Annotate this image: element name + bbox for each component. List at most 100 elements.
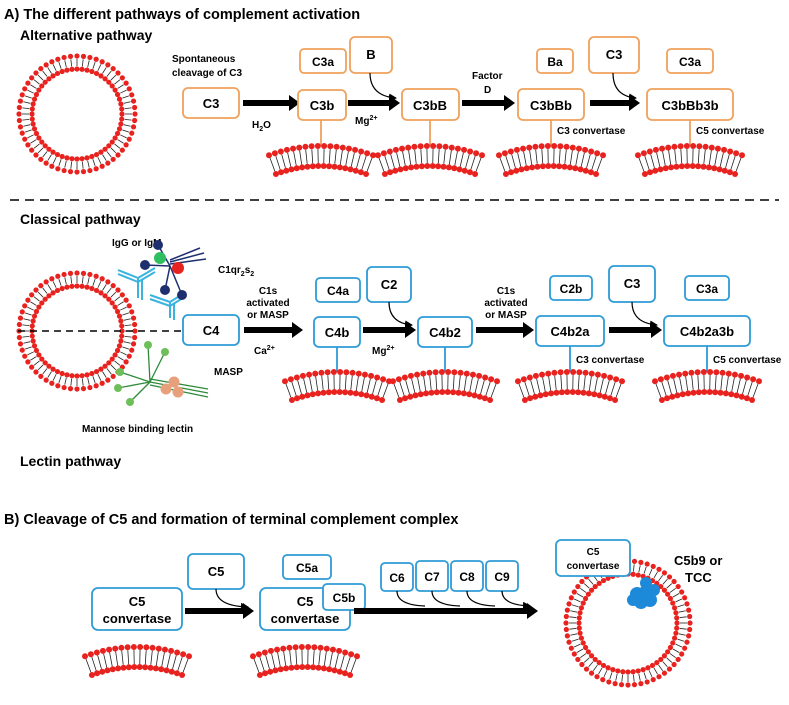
tcc-label-1: C5b9 or — [674, 553, 722, 568]
svg-text:C5b: C5b — [333, 591, 356, 605]
svg-text:C8: C8 — [459, 570, 475, 584]
spontaneous-label-1: Spontaneous — [172, 54, 236, 65]
class-box-c4b: C4b — [313, 316, 361, 348]
svg-text:C5: C5 — [587, 547, 600, 558]
alt-box-c3a-2: C3a — [666, 48, 714, 74]
c1s-label-3: or MASP — [247, 310, 289, 321]
svg-text:C5a: C5a — [296, 561, 318, 575]
c1s-label2-3: or MASP — [485, 310, 527, 321]
section-a-title: A) The different pathways of complement … — [4, 7, 360, 23]
alt-box-c3a: C3a — [299, 48, 347, 74]
svg-text:convertase: convertase — [567, 561, 620, 572]
b-box-c5-convertase-3: C5 convertase — [555, 539, 631, 577]
svg-text:C3a: C3a — [679, 55, 701, 69]
svg-text:C4b2: C4b2 — [429, 325, 461, 340]
b-box-c9: C9 — [485, 560, 519, 592]
svg-text:convertase: convertase — [271, 611, 340, 626]
igg-label: IgG or IgM — [112, 238, 161, 249]
alt-box-c3-top: C3 — [588, 36, 640, 74]
lectin-pathway-heading: Lectin pathway — [20, 453, 121, 469]
class-box-c3: C3 — [608, 265, 656, 303]
b-box-c5: C5 — [187, 553, 245, 590]
b-box-c7: C7 — [415, 560, 449, 592]
svg-text:C4: C4 — [203, 323, 220, 338]
c1qrs-label: C1qr2s2 — [218, 265, 254, 278]
class-box-c2b: C2b — [549, 275, 593, 301]
class-box-c4a: C4a — [315, 277, 361, 303]
svg-text:C3: C3 — [606, 47, 623, 62]
svg-text:C5: C5 — [129, 594, 146, 609]
class-arrowhead-1 — [292, 322, 303, 338]
mbl-label: Mannose binding lectin — [82, 424, 193, 435]
svg-text:convertase: convertase — [103, 611, 172, 626]
class-box-c4b2: C4b2 — [417, 316, 473, 348]
svg-text:C2: C2 — [381, 277, 398, 292]
alt-box-c3: C3 — [182, 87, 240, 119]
class-arrowhead-3 — [523, 322, 534, 338]
class-membrane-segments — [282, 369, 762, 404]
svg-text:C3b: C3b — [310, 98, 335, 113]
svg-text:C3: C3 — [624, 276, 641, 291]
alt-arrowhead-1 — [289, 95, 300, 111]
class-c5-convertase: C5 convertase — [713, 355, 782, 366]
b-membrane-segments — [82, 644, 360, 679]
svg-text:C2b: C2b — [560, 282, 583, 296]
mannose-binding-lectin-icon — [114, 341, 209, 406]
spontaneous-label-2: cleavage of C3 — [172, 68, 242, 79]
svg-text:C4b: C4b — [325, 325, 350, 340]
alt-c3-convertase: C3 convertase — [557, 126, 626, 137]
class-c2-incorporation — [388, 301, 413, 329]
masp-label: MASP — [214, 367, 243, 378]
b-c5-incorporation — [215, 588, 249, 611]
svg-text:C3a: C3a — [312, 55, 334, 69]
svg-text:C3: C3 — [203, 96, 220, 111]
alt-b-incorporation — [369, 72, 397, 102]
classical-pathway-cell — [16, 270, 138, 392]
class-box-c2: C2 — [366, 266, 412, 303]
c1s-label-1: C1s — [259, 286, 278, 297]
tcc-label-2: TCC — [685, 570, 712, 585]
c1-complex-icon — [140, 240, 207, 300]
svg-text:C7: C7 — [424, 570, 440, 584]
alt-box-c3bBb3b: C3bBb3b — [646, 88, 734, 121]
factor-d-label-1: Factor — [472, 71, 503, 82]
alt-box-b: B — [349, 36, 393, 74]
alt-box-ba: Ba — [536, 48, 574, 74]
classical-pathway-heading: Classical pathway — [20, 211, 141, 227]
svg-text:C3bBb3b: C3bBb3b — [661, 98, 718, 113]
tcc-cell — [563, 558, 693, 688]
b-box-c5-convertase-1: C5 convertase — [91, 587, 183, 631]
b-box-c5b: C5b — [322, 583, 366, 611]
c1s-label-2: activated — [246, 298, 289, 309]
factor-d-label-2: D — [484, 85, 491, 96]
alt-box-c3b: C3b — [297, 89, 347, 121]
svg-text:Ba: Ba — [547, 55, 563, 69]
c1s-label2-1: C1s — [497, 286, 516, 297]
class-c3-incorporation — [631, 301, 658, 329]
section-b-title: B) Cleavage of C5 and formation of termi… — [4, 512, 458, 528]
alternative-pathway-cell — [16, 53, 138, 175]
svg-text:C3bB: C3bB — [413, 98, 447, 113]
class-box-c4: C4 — [182, 314, 240, 346]
svg-text:C3a: C3a — [696, 282, 718, 296]
alt-c3-incorporation — [612, 72, 637, 102]
b-box-c8: C8 — [450, 560, 484, 592]
svg-text:C9: C9 — [494, 570, 510, 584]
b-arrowhead-1 — [243, 603, 254, 619]
alt-arrowhead-3 — [504, 95, 515, 111]
b-box-c5a: C5a — [282, 554, 332, 580]
svg-text:B: B — [366, 47, 375, 62]
b-box-c6: C6 — [380, 562, 414, 592]
alt-membrane-segments — [266, 143, 745, 178]
svg-text:C5: C5 — [297, 594, 314, 609]
class-c3-convertase: C3 convertase — [576, 355, 645, 366]
alt-box-c3bB: C3bB — [401, 88, 460, 121]
alternative-pathway-heading: Alternative pathway — [20, 27, 152, 43]
svg-text:C4a: C4a — [327, 284, 349, 298]
antibody-icon — [117, 267, 187, 320]
mg-label-class: Mg2+ — [372, 345, 394, 357]
h2o-label: H2O — [252, 120, 271, 133]
svg-text:C3bBb: C3bBb — [530, 98, 572, 113]
c1s-label2-2: activated — [484, 298, 527, 309]
